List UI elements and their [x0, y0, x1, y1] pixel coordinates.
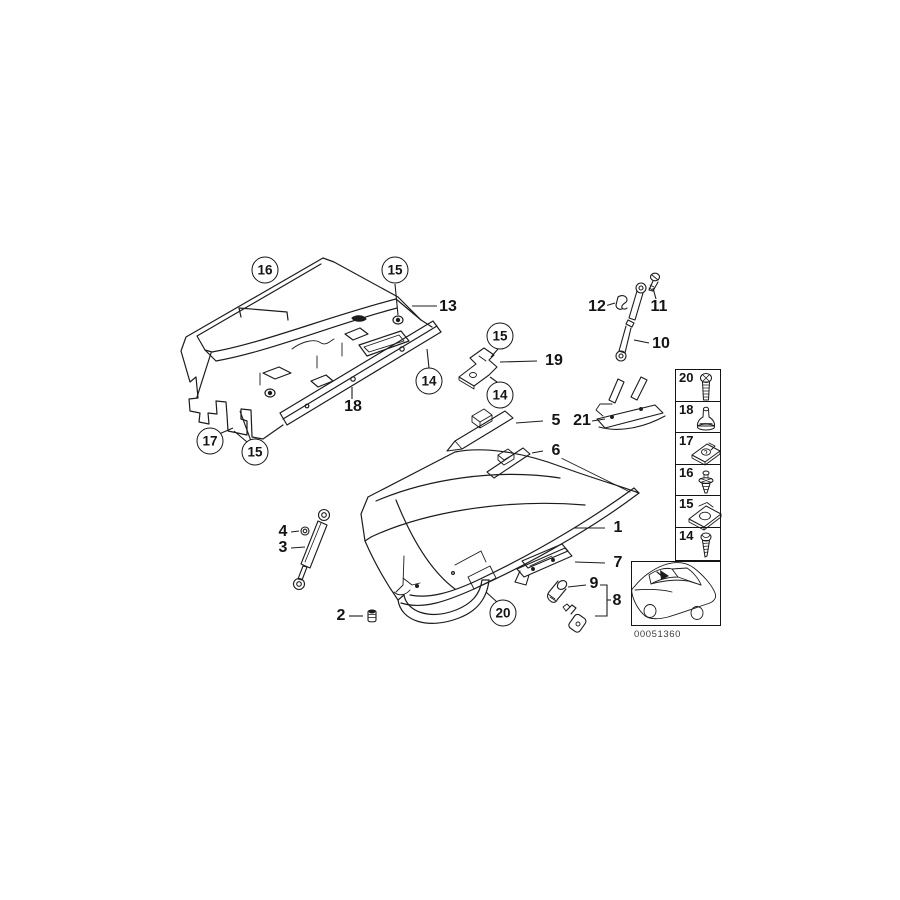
legend-row-16[interactable]: 16 [676, 465, 720, 497]
tapping-screw-icon [700, 532, 712, 558]
callout-13[interactable]: 13 [438, 298, 458, 315]
callout-circle-20[interactable]: 20 [489, 599, 517, 627]
callout-5[interactable]: 5 [550, 412, 562, 429]
legend-row-17[interactable]: 17 [676, 433, 720, 465]
callout-circle-15c[interactable]: 15 [486, 322, 514, 350]
callout-6[interactable]: 6 [550, 442, 562, 459]
callout-10[interactable]: 10 [651, 335, 671, 352]
callout-12[interactable]: 12 [587, 298, 607, 315]
callout-2[interactable]: 2 [335, 607, 347, 624]
car-location-thumbnail [631, 561, 721, 626]
callout-18[interactable]: 18 [343, 398, 363, 415]
legend-label-15: 15 [679, 496, 694, 512]
legend-row-18[interactable]: 18 [676, 402, 720, 434]
callout-circle-16[interactable]: 16 [251, 256, 279, 284]
car-thumbnail-drawing [631, 562, 717, 620]
image-number: 00051360 [634, 629, 682, 640]
glovebox-housing-drawing [180, 257, 442, 440]
clip-nut-icon [688, 502, 722, 531]
callout-circle-17[interactable]: 17 [196, 427, 224, 455]
pan-head-screw-icon [700, 373, 712, 401]
legend-label-20: 20 [679, 370, 694, 385]
expanding-rivet-icon [696, 406, 716, 431]
legend-row-15[interactable]: 15 [676, 496, 720, 528]
callout-3[interactable]: 3 [277, 539, 289, 556]
callout-19[interactable]: 19 [544, 352, 564, 369]
leader-lines [218, 283, 657, 617]
loose-parts-drawing [292, 272, 666, 633]
legend-row-20[interactable]: 20 [676, 370, 720, 402]
callout-1[interactable]: 1 [612, 519, 624, 536]
legend-row-14[interactable]: 14 [676, 528, 720, 560]
callout-circle-15b[interactable]: 15 [241, 438, 269, 466]
callout-9[interactable]: 9 [588, 575, 600, 592]
callout-circle-15[interactable]: 15 [381, 256, 409, 284]
legend-label-16: 16 [679, 464, 694, 480]
callout-11[interactable]: 11 [649, 298, 669, 315]
callout-8[interactable]: 8 [611, 592, 623, 609]
callout-circle-14b[interactable]: 14 [486, 381, 514, 409]
glovebox-door-drawing [360, 449, 640, 624]
legend-label-18: 18 [679, 401, 694, 417]
legend-label-17: 17 [679, 433, 694, 449]
fastener-legend-table: 20 18 17 16 15 14 [675, 369, 721, 561]
legend-icons [688, 373, 722, 558]
callout-7[interactable]: 7 [612, 554, 624, 571]
callout-circle-14[interactable]: 14 [415, 367, 443, 395]
callout-4[interactable]: 4 [277, 523, 289, 540]
legend-label-14: 14 [679, 527, 694, 543]
plastic-rivet-icon [698, 470, 714, 494]
callout-21[interactable]: 21 [572, 412, 592, 429]
